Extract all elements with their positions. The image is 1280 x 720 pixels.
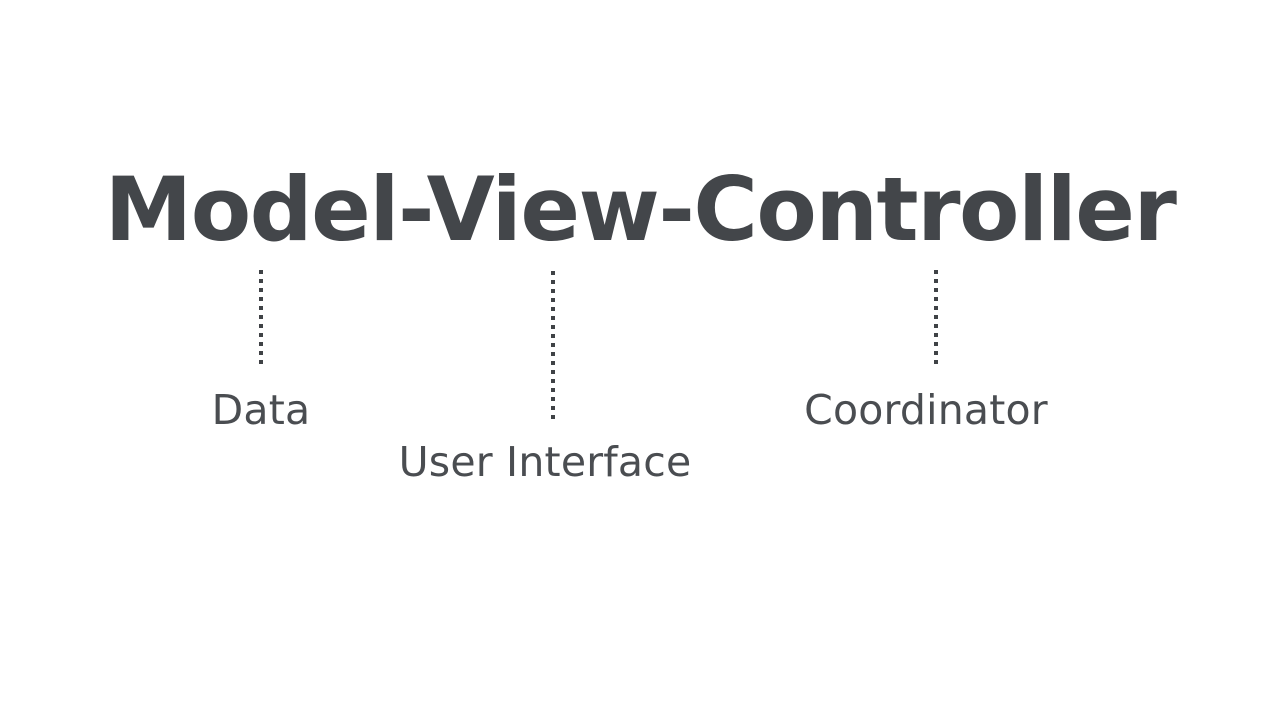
page-title: Model-View-Controller [104, 158, 1177, 261]
connector-line-view [551, 271, 555, 419]
label-model-meaning: Data [211, 386, 311, 434]
connector-line-model [259, 270, 263, 366]
label-view-meaning: User Interface [398, 438, 692, 486]
label-controller-meaning: Coordinator [804, 386, 1048, 434]
connector-line-controller [934, 270, 938, 366]
